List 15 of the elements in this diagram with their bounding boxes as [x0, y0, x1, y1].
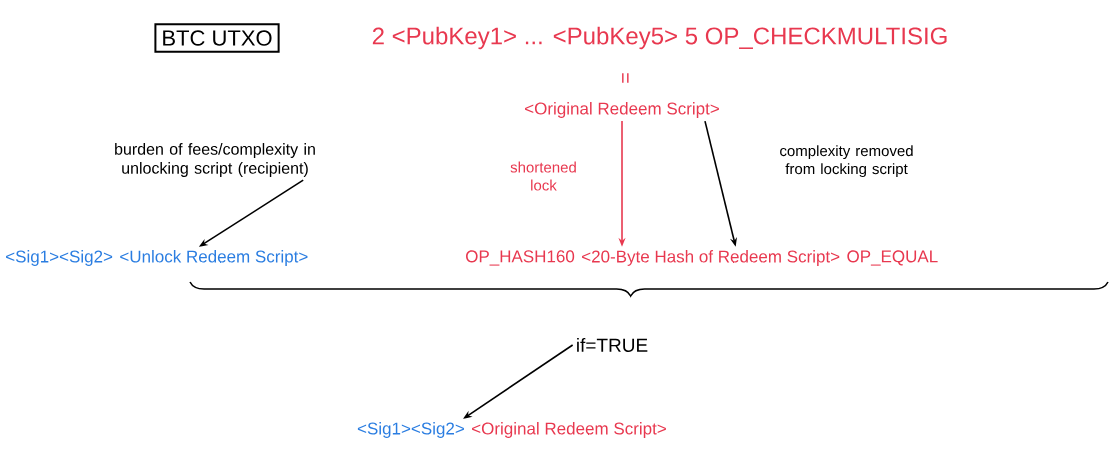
condition-text: if=TRUE [577, 338, 648, 352]
edge-label: complexity removed from locking script [780, 145, 913, 178]
script-text: <Unlock Redeem Script> [120, 250, 308, 266]
script-text: <20-Byte Hash of Redeem Script> [582, 250, 840, 266]
titled-box: BTC UTXO [154, 23, 280, 53]
script-text: <Original Redeem Script> [525, 102, 719, 118]
script-text: OP_EQUAL [847, 250, 938, 266]
script-text: OP_HASH160 [466, 250, 575, 266]
script-text: <Sig1><Sig2> [6, 250, 113, 266]
note-text: burden of fees/complexity in unlocking script (recipient) [115, 143, 315, 177]
script-text: <Original Redeem Script> [472, 422, 666, 438]
equals-sign: = [622, 73, 629, 83]
edge-label: shortened lock [510, 161, 576, 191]
script-text: <Sig1><Sig2> [357, 422, 464, 438]
script-text: 2 <PubKey1> ... <PubKey5> 5 OP_CHECKMULTISIG [372, 26, 947, 50]
